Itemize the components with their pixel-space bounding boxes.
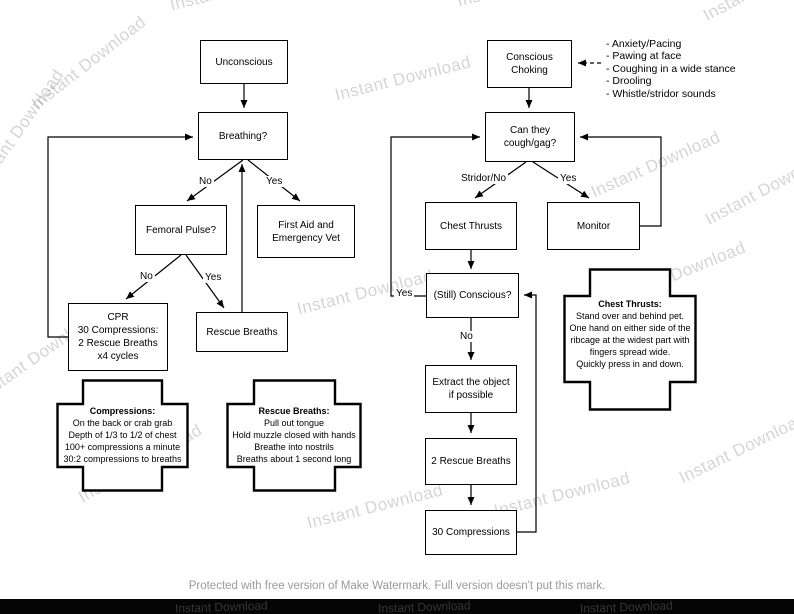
watermark-text: Instant Download [580, 599, 674, 614]
node-extract-object: Extract the object if possible [425, 365, 517, 413]
info-body-rescue-breaths: Pull out tongue Hold muzzle closed with … [232, 418, 356, 464]
info-title-chest-thrusts: Chest Thrusts: [598, 299, 662, 309]
edge-label-yes: Yes [558, 173, 579, 184]
node-femoral-pulse: Femoral Pulse? [135, 205, 227, 255]
node-unconscious: Unconscious [200, 40, 288, 84]
node-rescue-breaths: Rescue Breaths [196, 312, 288, 352]
edge-label-no: No [138, 271, 155, 282]
footer-bar: Instant Download Instant Download Instan… [0, 599, 794, 614]
edge-label-yes: Yes [203, 272, 224, 283]
edge-label-no: No [197, 176, 214, 187]
watermark-text: Instant Download [174, 599, 268, 614]
node-monitor: Monitor [547, 202, 640, 250]
node-cough-gag: Can they cough/gag? [485, 112, 575, 162]
info-box-rescue-breaths: Rescue Breaths: Pull out tongue Hold muz… [226, 379, 362, 492]
info-title-rescue-breaths: Rescue Breaths: [258, 406, 330, 416]
edge-label-stridor-no: Stridor/No [459, 173, 509, 184]
node-still-conscious: (Still) Conscious? [426, 273, 519, 318]
choking-symptoms-list: - Anxiety/Pacing - Pawing at face - Coug… [606, 38, 736, 100]
node-chest-thrusts: Chest Thrusts [425, 202, 517, 250]
node-first-aid: First Aid and Emergency Vet [257, 205, 355, 258]
cross-shape [226, 379, 362, 492]
node-conscious-choking: Conscious Choking [487, 40, 572, 88]
info-body-chest-thrusts: Stand over and behind pet. One hand on e… [569, 311, 691, 369]
edge-label-yes: Yes [394, 288, 415, 299]
node-breathing: Breathing? [198, 112, 288, 160]
info-body-compressions: On the back or crab grab Depth of 1/3 to… [63, 418, 182, 464]
watermark-notice: Protected with free version of Make Wate… [188, 580, 606, 592]
node-two-rescue-breaths: 2 Rescue Breaths [425, 438, 517, 485]
cross-shape [56, 379, 189, 492]
edge-label-no: No [458, 331, 475, 342]
info-box-compressions: Compressions: On the back or crab grab D… [56, 379, 189, 492]
info-title-compressions: Compressions: [89, 406, 156, 416]
info-box-chest-thrusts: Chest Thrusts: Stand over and behind pet… [563, 268, 697, 411]
node-thirty-compressions: 30 Compressions [425, 510, 517, 555]
watermark-text: Instant Download [377, 599, 471, 614]
cross-shape [563, 268, 697, 411]
node-cpr: CPR 30 Compressions: 2 Rescue Breaths x4… [68, 303, 168, 371]
edge-label-yes: Yes [264, 176, 285, 187]
